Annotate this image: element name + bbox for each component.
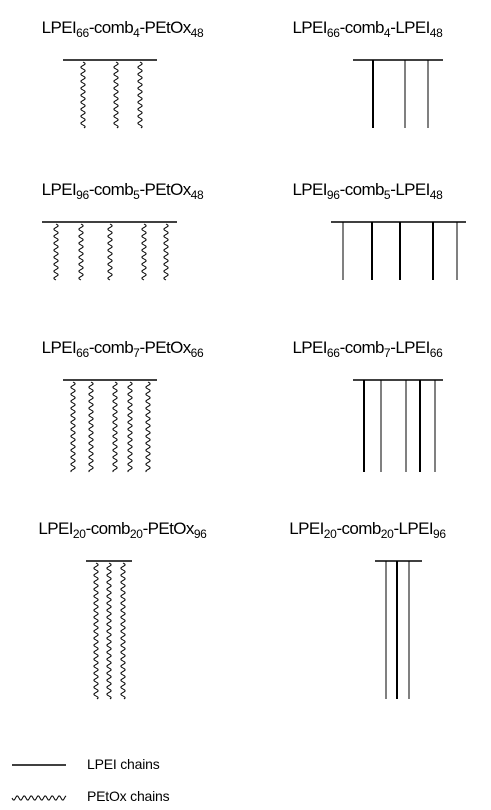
petox-side-chain xyxy=(93,562,99,700)
panel-title-main: LPEI xyxy=(289,519,324,538)
panel-title-s3: 48 xyxy=(429,188,443,202)
legend-item-petox: PEtOx chains xyxy=(0,786,240,810)
panel-title-tail: -PEtOx xyxy=(142,519,195,538)
panel-title: LPEI66-comb4-LPEI48 xyxy=(245,18,490,40)
panel-title: LPEI96-comb5-PEtOx48 xyxy=(0,180,245,202)
panel-title-tail: -PEtOx xyxy=(139,18,191,37)
diagram-panel-4: LPEI96-comb5-LPEI48 xyxy=(245,172,490,294)
petox-side-chain xyxy=(106,562,112,700)
panel-title-s3: 96 xyxy=(432,527,446,541)
petox-side-chain xyxy=(163,223,169,281)
panel-title: LPEI66-comb7-LPEI66 xyxy=(245,338,490,360)
panel-title-main: LPEI xyxy=(41,180,77,199)
petox-side-chain xyxy=(112,381,118,473)
panel-title: LPEI96-comb5-LPEI48 xyxy=(245,180,490,202)
wavy-line-icon xyxy=(11,795,67,801)
legend-label-lpei: LPEI chains xyxy=(87,756,160,772)
panel-title-tail: -LPEI xyxy=(390,338,430,357)
panel-title-s3: 48 xyxy=(190,188,204,202)
panel-title-mid: -comb xyxy=(339,338,385,357)
panel-title-main: LPEI xyxy=(292,338,327,357)
panel-title: LPEI20-comb20-LPEI96 xyxy=(245,519,490,541)
diagram-panel-6: LPEI66-comb7-LPEI66 xyxy=(245,330,490,486)
panel-title-mid: -comb xyxy=(339,18,385,37)
comb-structure-drawing xyxy=(42,221,177,281)
panel-title-s1: 66 xyxy=(76,26,89,40)
petox-side-chain xyxy=(53,223,59,281)
petox-side-chain xyxy=(145,381,151,473)
panel-title-s2: 20 xyxy=(380,527,394,541)
petox-side-chain xyxy=(88,381,94,473)
panel-title-s1: 66 xyxy=(326,346,340,360)
panel-title-s1: 20 xyxy=(323,527,337,541)
diagram-panel-1: LPEI66-comb4-PEtOx48 xyxy=(0,10,245,142)
panel-title-tail: -LPEI xyxy=(390,18,430,37)
panel-title-mid: -comb xyxy=(88,338,134,357)
panel-title-s1: 96 xyxy=(76,188,89,202)
comb-structure-drawing xyxy=(63,59,157,129)
panel-title-tail: -PEtOx xyxy=(139,338,191,357)
panel-title-mid: -comb xyxy=(88,18,134,37)
panel-title-mid: -comb xyxy=(88,180,134,199)
panel-title-s3: 48 xyxy=(429,26,443,40)
panel-title: LPEI66-comb4-PEtOx48 xyxy=(0,18,245,40)
panel-title-s1: 96 xyxy=(326,188,340,202)
panel-title-mid: -comb xyxy=(336,519,381,538)
petox-side-chain xyxy=(70,381,76,473)
panel-title-s3: 96 xyxy=(193,527,207,541)
panel-title-s2: 20 xyxy=(129,527,143,541)
panel-title-main: LPEI xyxy=(38,519,73,538)
panel-title-s1: 20 xyxy=(72,527,86,541)
panel-title-s2: 7 xyxy=(383,346,391,360)
legend-item-lpei: LPEI chains xyxy=(0,754,240,778)
panel-title-s3: 48 xyxy=(190,26,204,40)
panel-title-s2: 5 xyxy=(383,188,391,202)
petox-side-chain xyxy=(127,381,133,473)
panel-title-tail: -LPEI xyxy=(390,180,430,199)
panel-title-s3: 66 xyxy=(190,346,204,360)
panel-title-main: LPEI xyxy=(292,18,327,37)
comb-structure-drawing xyxy=(86,560,132,700)
panel-title-s3: 66 xyxy=(429,346,443,360)
diagram-panel-3: LPEI96-comb5-PEtOx48 xyxy=(0,172,245,294)
diagram-panel-7: LPEI20-comb20-PEtOx96 xyxy=(0,511,245,713)
petox-side-chain xyxy=(113,61,119,129)
diagram-panel-8: LPEI20-comb20-LPEI96 xyxy=(245,511,490,713)
comb-structure-drawing xyxy=(63,379,157,473)
panel-title: LPEI20-comb20-PEtOx96 xyxy=(0,519,245,541)
diagram-panel-2: LPEI66-comb4-LPEI48 xyxy=(245,10,490,142)
legend-label-petox: PEtOx chains xyxy=(87,788,170,804)
panel-title-s2: 7 xyxy=(133,346,140,360)
petox-side-chain xyxy=(78,223,84,281)
panel-title-main: LPEI xyxy=(41,18,77,37)
panel-title-s2: 4 xyxy=(133,26,140,40)
petox-side-chain xyxy=(141,223,147,281)
panel-title: LPEI66-comb7-PEtOx66 xyxy=(0,338,245,360)
comb-structure-drawing xyxy=(353,59,443,128)
panel-title-main: LPEI xyxy=(292,180,327,199)
comb-structure-drawing xyxy=(331,221,466,280)
panel-title-s1: 66 xyxy=(326,26,340,40)
comb-structure-drawing xyxy=(375,560,422,699)
panel-title-mid: -comb xyxy=(339,180,385,199)
panel-title-s1: 66 xyxy=(76,346,89,360)
panel-title-s2: 4 xyxy=(383,26,391,40)
petox-side-chain xyxy=(137,61,143,129)
straight-line-icon xyxy=(12,764,66,766)
legend-wave xyxy=(11,795,67,801)
panel-title-tail: -LPEI xyxy=(393,519,433,538)
panel-title-mid: -comb xyxy=(85,519,131,538)
panel-title-main: LPEI xyxy=(41,338,77,357)
panel-title-tail: -PEtOx xyxy=(139,180,191,199)
diagram-panel-5: LPEI66-comb7-PEtOx66 xyxy=(0,330,245,486)
petox-side-chain xyxy=(80,61,86,129)
comb-structure-drawing xyxy=(353,379,443,472)
petox-side-chain xyxy=(120,562,126,700)
petox-side-chain xyxy=(107,223,113,281)
panel-title-s2: 5 xyxy=(133,188,140,202)
